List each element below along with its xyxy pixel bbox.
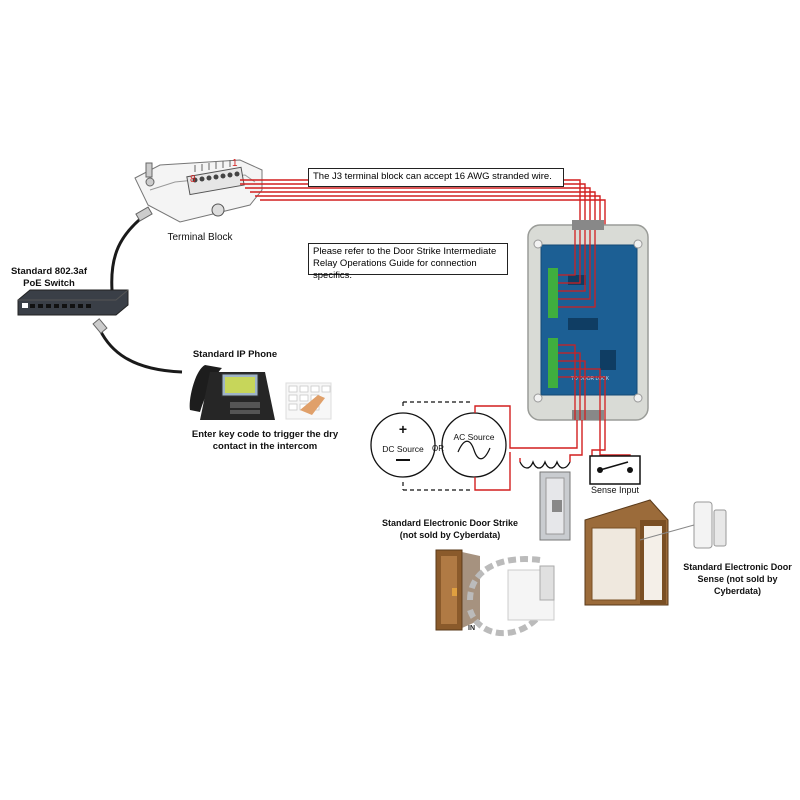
dc-plus: + <box>399 421 407 437</box>
dc-source-icon <box>370 412 436 478</box>
door-in-label: IN <box>468 625 475 632</box>
ip-phone-icon <box>189 365 275 420</box>
ac-source-icon <box>441 412 507 478</box>
power-source-circuit <box>402 401 470 491</box>
or-label: OR <box>432 444 444 453</box>
door-sense-label: Standard Electronic Door Sense (not sold… <box>683 562 792 596</box>
relay-board-text: TO DOOR LOCK <box>571 376 610 382</box>
dc-source-label: DC Source <box>382 444 424 454</box>
relay-enclosure-icon: TO DOOR LOCK <box>527 220 649 421</box>
door-strike-label: Standard Electronic Door Strike (not sol… <box>381 518 519 540</box>
door-icon <box>435 549 555 637</box>
door-strike-icon <box>539 471 571 541</box>
relay-internal-wires <box>558 230 606 420</box>
ip-phone-label: Standard IP Phone <box>192 349 278 360</box>
switch-contact-icon <box>589 455 641 485</box>
poe-switch-label: Standard 802.3af PoE Switch <box>10 266 88 289</box>
terminal-block-label: Terminal Block <box>167 232 233 243</box>
key-code-label: Enter key code to trigger the dry contac… <box>191 429 339 452</box>
coil-icon <box>519 460 571 469</box>
ac-source-label: AC Source <box>453 432 495 442</box>
dc-minus <box>396 459 410 461</box>
switch-icon <box>17 289 129 316</box>
relay-note-box: Please refer to the Door Strike Intermed… <box>308 243 508 281</box>
tb-number-1: 1 <box>232 158 238 169</box>
tb-number-8: 8 <box>190 174 196 185</box>
ethernet-cable-icon <box>98 213 183 374</box>
j3-note-box: The J3 terminal block can accept 16 AWG … <box>308 168 564 187</box>
door-frame-icon <box>584 499 669 606</box>
sense-input-label: Sense Input <box>590 485 640 495</box>
terminal-block-icon <box>134 159 263 223</box>
door-sense-icon <box>639 501 727 549</box>
keypad-icon <box>285 382 332 420</box>
